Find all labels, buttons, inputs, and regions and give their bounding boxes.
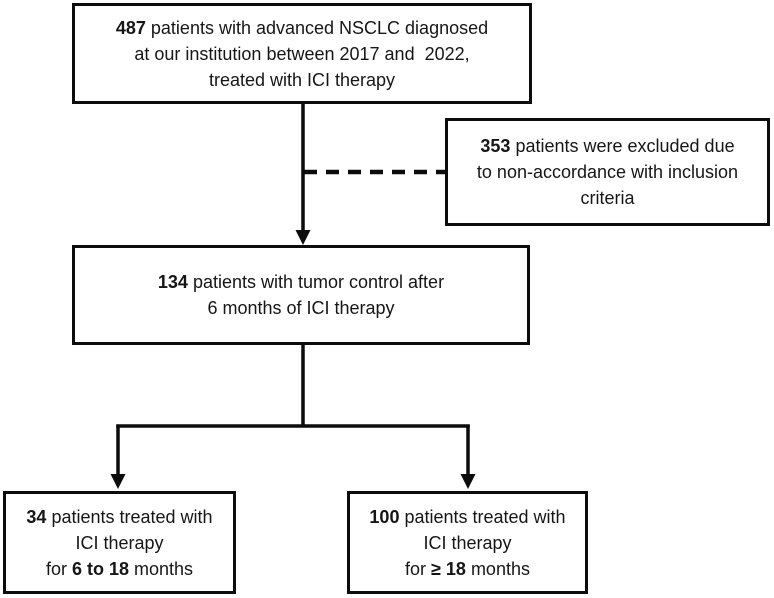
box-short-therapy-patients: 34 patients treated with ICI therapy for… — [3, 491, 236, 594]
patient-count: 353 — [480, 136, 511, 156]
duration-range: ≥ 18 — [431, 558, 466, 579]
text-line: 487 patients with advanced NSCLC diagnos… — [116, 15, 488, 41]
text-line: 100 patients treated with — [369, 504, 565, 530]
text-segment: for — [45, 558, 72, 579]
text-line: for ≥ 18 months — [405, 556, 530, 582]
text-segment: patients with advanced NSCLC diagnosed — [145, 17, 489, 38]
text-line: treated with ICI therapy — [208, 69, 396, 90]
text-segment: patients were excluded due — [510, 136, 735, 156]
text-line: at our institution between 2017 and 2022… — [134, 43, 470, 64]
text-line: 353 patients were excluded due — [480, 133, 734, 159]
patient-count: 487 — [115, 17, 146, 38]
patient-count: 34 — [26, 506, 47, 527]
text-line: to non-accordance with inclusion — [476, 162, 739, 182]
arrowhead-right-branch — [460, 474, 476, 489]
box-long-therapy-patients: 100 patients treated with ICI therapy fo… — [347, 491, 588, 594]
text-segment: months — [129, 558, 194, 579]
box-tumor-control-patients: 134 patients with tumor control after 6 … — [72, 245, 530, 345]
text-segment: for — [405, 558, 432, 579]
text-segment: months — [465, 558, 530, 579]
box-enrolled-patients: 487 patients with advanced NSCLC diagnos… — [72, 3, 532, 104]
text-segment: patients treated with — [399, 506, 566, 527]
text-segment: patients with tumor control after — [187, 272, 445, 292]
text-line: 6 months of ICI therapy — [207, 298, 395, 318]
arrowhead-top-to-middle — [295, 230, 311, 245]
text-line: 134 patients with tumor control after — [158, 269, 444, 295]
arrowhead-left-branch — [110, 474, 126, 489]
patient-count: 134 — [157, 272, 188, 292]
duration-range: 6 to 18 — [71, 558, 129, 579]
text-line: criteria — [580, 188, 635, 208]
box-excluded-patients: 353 patients were excluded due to non-ac… — [445, 118, 770, 226]
text-line: for 6 to 18 months — [46, 556, 193, 582]
text-segment: patients treated with — [46, 506, 213, 527]
text-line: ICI therapy — [75, 532, 164, 553]
text-line: ICI therapy — [423, 532, 512, 553]
patient-count: 100 — [369, 506, 400, 527]
text-line: 34 patients treated with — [26, 504, 212, 530]
